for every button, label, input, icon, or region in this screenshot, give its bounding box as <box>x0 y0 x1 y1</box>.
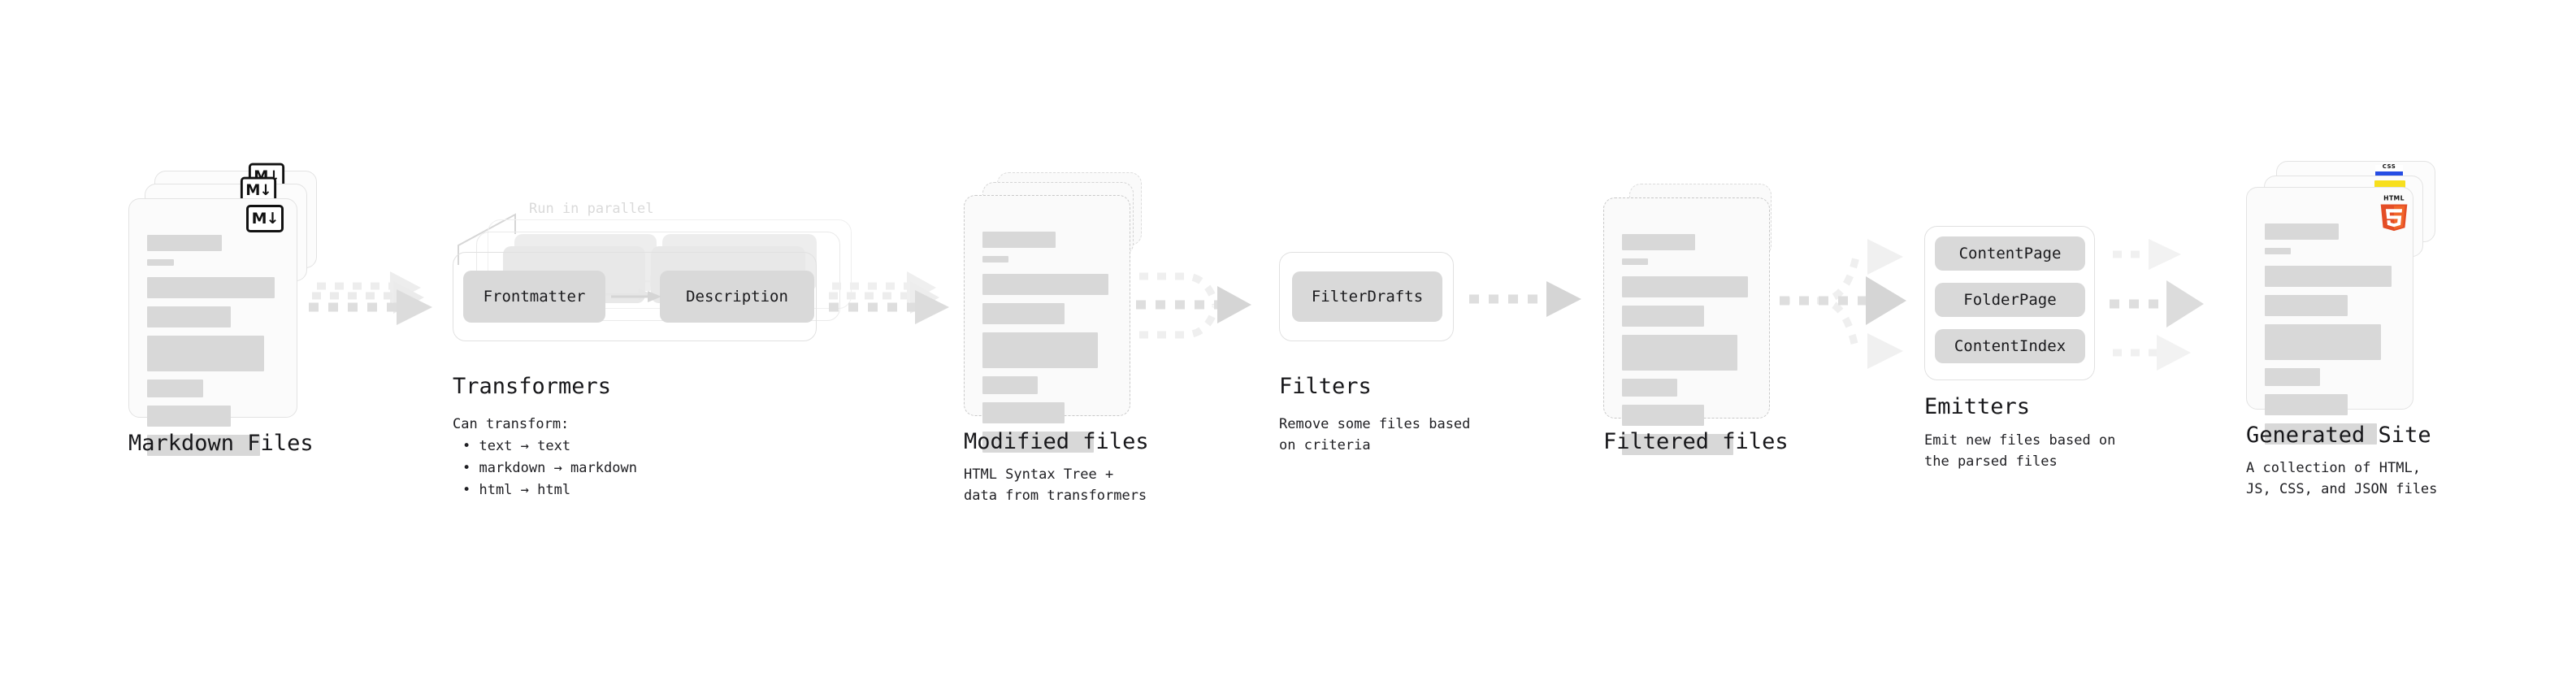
arrow-transformers-to-modified <box>829 271 949 324</box>
transformers-bullet-2: • markdown → markdown <box>462 460 637 476</box>
content-line <box>1622 434 1733 455</box>
html5-icon: HTML <box>2380 195 2408 232</box>
transformers-bullet-3: • html → html <box>462 482 571 498</box>
markdown-files-title: Markdown Files <box>128 431 314 456</box>
content-line <box>147 259 174 266</box>
markdown-icon: M↓ <box>246 205 284 232</box>
content-line <box>1622 276 1748 297</box>
css-icon-bar <box>2375 171 2403 176</box>
chip-frontmatter[interactable]: Frontmatter <box>463 271 605 323</box>
content-line <box>147 435 261 456</box>
modified-files-title: Modified files <box>964 429 1149 454</box>
transformer-inner-arrow-front <box>611 291 661 302</box>
emitters-box <box>1924 226 2095 380</box>
markdown-file-card-front <box>128 198 297 456</box>
transformers-desc: Can transform: <box>453 416 570 432</box>
content-line <box>1622 379 1677 397</box>
transformers-box-front <box>453 252 817 341</box>
content-line <box>2265 368 2321 386</box>
content-line <box>982 402 1065 423</box>
emitters-desc: Emit new files based on the parsed files <box>1924 432 2116 470</box>
content-line <box>147 277 275 298</box>
transformers-bullet-1: • text → text <box>462 438 571 454</box>
content-line <box>982 256 1009 262</box>
css-icon: CSS <box>2375 163 2403 176</box>
content-line <box>147 235 222 251</box>
content-line <box>2265 324 2381 360</box>
modified-files-desc: HTML Syntax Tree + data from transformer… <box>964 466 1147 504</box>
emitters-title: Emitters <box>1924 394 2031 419</box>
arrow-emitters-to-site <box>2110 239 2204 371</box>
content-line <box>2265 223 2339 240</box>
css-icon-label: CSS <box>2382 163 2396 170</box>
content-line <box>1622 306 1705 327</box>
markdown-file-content <box>147 235 280 464</box>
chip-contentindex[interactable]: ContentIndex <box>1935 329 2085 363</box>
content-line <box>2265 394 2348 415</box>
arrow-filtered-to-emitters <box>1780 239 1906 369</box>
content-line <box>2265 423 2377 445</box>
site-file-content <box>2265 223 2396 453</box>
content-line <box>147 380 203 397</box>
content-line <box>982 303 1065 324</box>
filtered-file-card-front <box>1603 197 1770 455</box>
content-line <box>2265 248 2292 254</box>
chip-description[interactable]: Description <box>660 271 814 323</box>
arrow-markdown-to-transformers <box>309 271 432 325</box>
arrow-filters-to-filtered <box>1469 281 1581 317</box>
content-line <box>2265 266 2392 287</box>
content-line <box>147 336 265 371</box>
content-line <box>982 274 1108 295</box>
generated-site-desc: A collection of HTML, JS, CSS, and JSON … <box>2246 460 2438 497</box>
modified-file-content <box>982 232 1113 461</box>
content-line <box>147 406 232 427</box>
run-in-parallel-label: Run in parallel <box>529 201 654 217</box>
content-line <box>982 376 1038 394</box>
content-line <box>982 232 1056 248</box>
generated-site-title: Generated Site <box>2246 423 2431 448</box>
filtered-files-title: Filtered files <box>1603 429 1789 454</box>
filters-desc: Remove some files based on criteria <box>1279 416 1471 453</box>
content-line <box>1622 234 1696 250</box>
transformers-title: Transformers <box>453 374 612 399</box>
content-line <box>2265 295 2348 316</box>
modified-file-card-front <box>964 195 1130 453</box>
filtered-file-content <box>1622 234 1753 463</box>
content-line <box>147 306 232 327</box>
chip-folderpage[interactable]: FolderPage <box>1935 283 2085 317</box>
svg-text:HTML: HTML <box>2383 195 2405 202</box>
arrow-modified-to-filters <box>1136 272 1251 339</box>
filters-box <box>1279 252 1454 341</box>
filters-title: Filters <box>1279 374 1372 399</box>
chip-contentpage[interactable]: ContentPage <box>1935 236 2085 271</box>
chip-filterdrafts[interactable]: FilterDrafts <box>1292 271 1442 322</box>
content-line <box>1622 405 1705 426</box>
content-line <box>1622 335 1737 371</box>
content-line <box>982 432 1094 453</box>
content-line <box>982 332 1098 368</box>
content-line <box>1622 258 1649 265</box>
